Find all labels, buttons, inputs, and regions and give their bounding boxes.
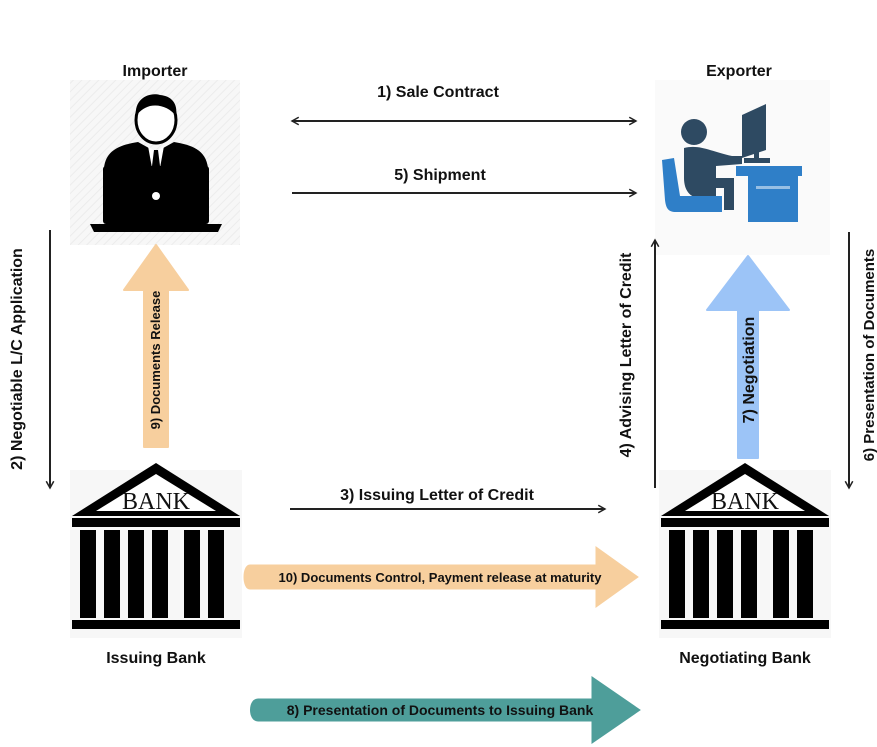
step-6-label: 6) Presentation of Documents [861, 249, 877, 462]
negotiating-bank-sign: BANK [711, 489, 780, 515]
exporter-label: Exporter [706, 63, 772, 80]
step-7-label: 7) Negotiation [741, 317, 758, 424]
step-4-label: 4) Advising Letter of Credit [618, 252, 635, 457]
presentation-to-issuing-bank-arrow [250, 676, 641, 744]
documents-release-arrow [123, 244, 189, 448]
exporter-computer-desk-icon [655, 80, 830, 255]
step-9-label: 9) Documents Release [148, 291, 163, 430]
importer-label: Importer [123, 63, 188, 80]
step-2-label: 2) Negotiable L/C Application [9, 248, 26, 470]
negotiation-arrow [706, 255, 790, 459]
documents-control-arrow [243, 546, 639, 608]
step-3-label: 3) Issuing Letter of Credit [340, 487, 534, 504]
negotiating-bank-label: Negotiating Bank [679, 650, 811, 667]
step-10-label: 10) Documents Control, Payment release a… [279, 570, 603, 585]
importer-laptop-icon [70, 80, 240, 245]
step-8-label: 8) Presentation of Documents to Issuing … [287, 702, 594, 718]
negotiating-bank-building-icon: BANK [659, 463, 831, 638]
issuing-bank-label: Issuing Bank [106, 650, 206, 667]
step-1-label: 1) Sale Contract [377, 84, 499, 101]
issuing-bank-sign: BANK [122, 489, 191, 515]
step-5-label: 5) Shipment [394, 167, 486, 184]
issuing-bank-building-icon: BANK [70, 463, 242, 638]
